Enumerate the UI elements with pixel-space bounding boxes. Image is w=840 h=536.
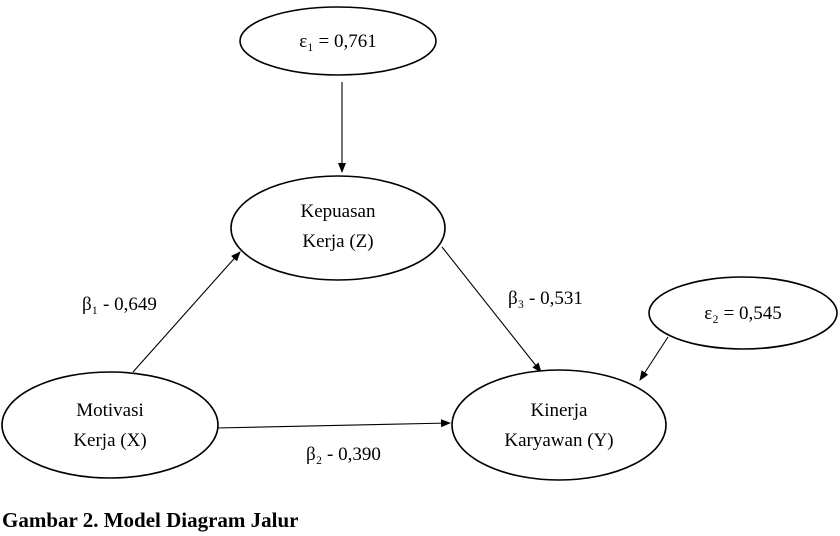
kinerja-karyawan-label-line2: Karyawan (Y): [504, 430, 613, 451]
kepuasan-kerja-node: Kepuasan Kerja (Z): [230, 175, 446, 281]
error-2-label: ε₂ = 0,545: [704, 303, 782, 324]
figure-caption: Gambar 2. Model Diagram Jalur: [2, 508, 299, 532]
arrow-error2-to-kinerja: [639, 336, 669, 381]
error-2-node: ε₂ = 0,545: [648, 276, 838, 350]
beta-1-label: β₁ - 0,649: [82, 294, 157, 315]
beta-3-label: β₃ - 0,531: [508, 288, 583, 309]
arrow-motivasi-to-kinerja: [215, 419, 451, 429]
beta-2-label: β₂ - 0,390: [306, 444, 381, 465]
kinerja-karyawan-node: Kinerja Karyawan (Y): [451, 369, 667, 481]
motivasi-kerja-label-line1: Motivasi: [76, 400, 144, 421]
arrow-motivasi-to-kepuasan: [132, 251, 241, 373]
arrow-kepuasan-to-kinerja: [441, 246, 542, 373]
kinerja-karyawan-label-line1: Kinerja: [531, 400, 589, 421]
motivasi-kerja-node: Motivasi Kerja (X): [1, 371, 219, 479]
motivasi-kerja-label-line2: Kerja (X): [73, 430, 146, 451]
kepuasan-kerja-label-line2: Kerja (Z): [302, 231, 373, 252]
error-1-node: ε₁ = 0,761: [239, 6, 437, 76]
kepuasan-kerja-label-line1: Kepuasan: [301, 201, 376, 222]
error-1-label: ε₁ = 0,761: [299, 31, 377, 52]
